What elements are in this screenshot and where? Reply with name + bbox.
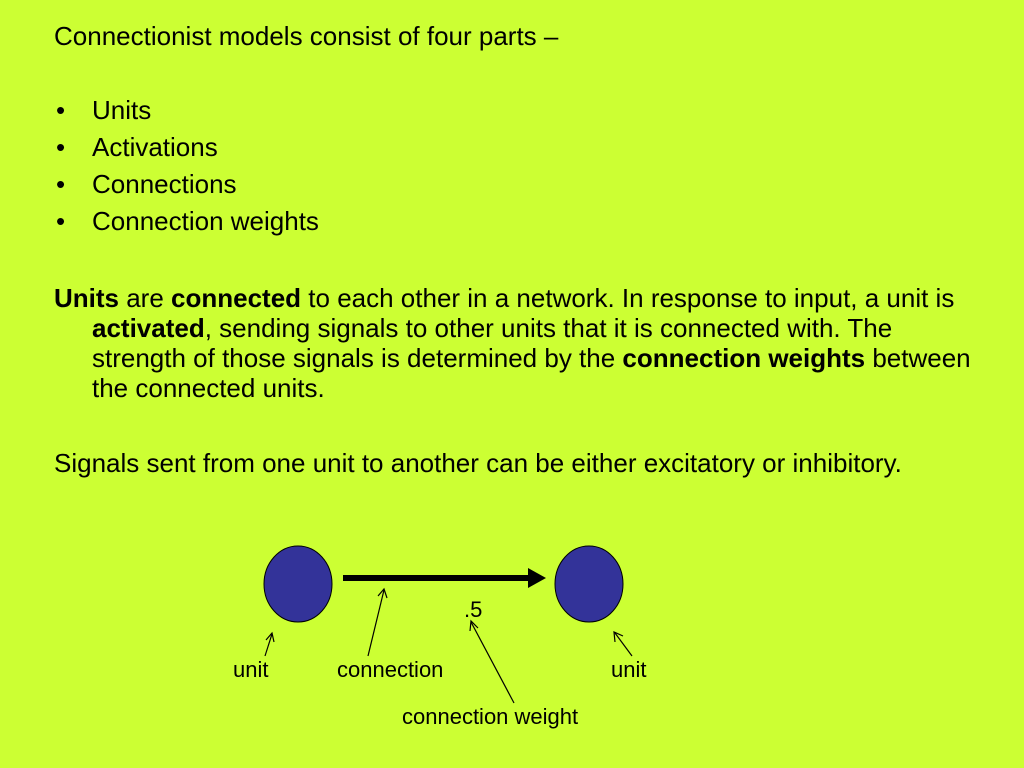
pointer-connection-weight bbox=[470, 621, 515, 704]
label-unit-right: unit bbox=[611, 657, 646, 682]
para-text: between the connected units. bbox=[92, 343, 971, 403]
connection-arrow-head-icon bbox=[528, 568, 546, 588]
bullet-dot-icon: • bbox=[56, 206, 66, 236]
term-connected: connected bbox=[171, 283, 302, 313]
para-text: , sending signals to other units that it… bbox=[92, 313, 893, 373]
term-activated: activated bbox=[92, 313, 205, 343]
label-connection-weight: connection weight bbox=[402, 704, 578, 729]
pointer-arrowhead-icon bbox=[613, 631, 624, 643]
bullet-dot-icon: • bbox=[56, 132, 66, 162]
pointer-arrowhead-icon bbox=[265, 631, 275, 643]
bullet-dot-icon: • bbox=[56, 95, 66, 125]
label-unit-left: unit bbox=[233, 657, 268, 682]
signals-paragraph: Signals sent from one unit to another ca… bbox=[54, 448, 902, 478]
para-text: are bbox=[119, 283, 172, 313]
bullet-label: Activations bbox=[92, 132, 218, 162]
pointer-unit-right bbox=[614, 632, 633, 657]
units-paragraph: Units are connected to each other in a n… bbox=[54, 283, 992, 403]
bullet-dot-icon: • bbox=[56, 169, 66, 199]
intro-line: Connectionist models consist of four par… bbox=[54, 21, 559, 51]
bullet-item: • Units bbox=[54, 94, 319, 131]
bullet-item: • Connections bbox=[54, 168, 319, 205]
label-connection: connection bbox=[337, 657, 443, 682]
para-text: to each other in a network. In response … bbox=[301, 283, 955, 313]
pointer-connection bbox=[367, 589, 385, 657]
weight-value: .5 bbox=[464, 597, 482, 622]
bullet-label: Connection weights bbox=[92, 206, 319, 236]
bullet-label: Units bbox=[92, 95, 152, 125]
unit-right-node bbox=[554, 545, 624, 623]
unit-left-node bbox=[263, 545, 333, 623]
bullet-item: • Activations bbox=[54, 131, 319, 168]
bullet-label: Connections bbox=[92, 169, 237, 199]
term-connection-weights: connection weights bbox=[622, 343, 866, 373]
bullet-item: • Connection weights bbox=[54, 205, 319, 242]
pointer-unit-left bbox=[264, 633, 273, 657]
term-units: Units bbox=[54, 283, 119, 313]
pointer-arrowhead-icon bbox=[469, 619, 479, 632]
pointer-arrowhead-icon bbox=[377, 587, 388, 599]
bullet-list: • Units • Activations • Connections • Connec… bbox=[54, 94, 319, 242]
